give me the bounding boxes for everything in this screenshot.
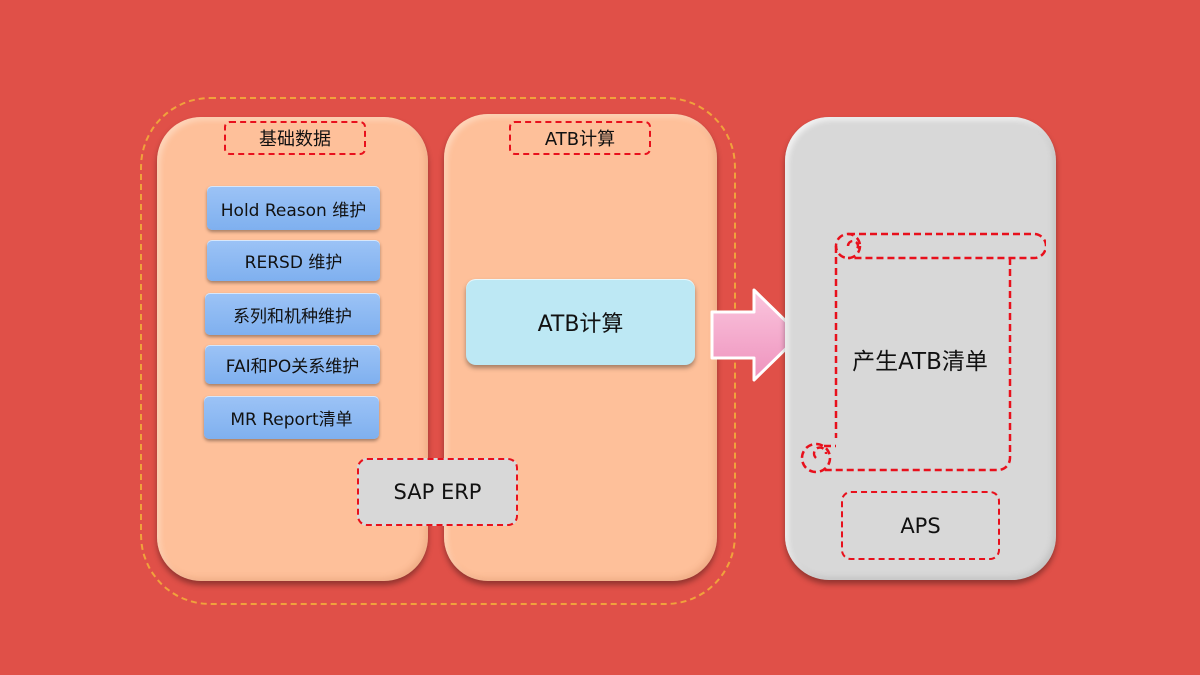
base-data-title: 基础数据 xyxy=(224,121,366,155)
atb-calc-title: ATB计算 xyxy=(509,121,651,155)
base-data-item-fai-po[interactable]: FAI和PO关系维护 xyxy=(205,345,380,384)
atb-calc-process[interactable]: ATB计算 xyxy=(466,279,695,365)
base-data-item-rersd[interactable]: RERSD 维护 xyxy=(207,240,380,281)
base-data-item-hold-reason[interactable]: Hold Reason 维护 xyxy=(207,186,380,230)
base-data-item-series-model[interactable]: 系列和机种维护 xyxy=(205,293,380,335)
atb-list-output[interactable]: 产生ATB清单 xyxy=(852,349,988,375)
aps-label: APS xyxy=(841,491,1000,560)
scroll-document-icon xyxy=(800,232,1046,474)
right-arrow-icon xyxy=(710,288,802,382)
sap-erp-label: SAP ERP xyxy=(357,458,518,526)
base-data-item-mr-report[interactable]: MR Report清单 xyxy=(204,396,379,439)
